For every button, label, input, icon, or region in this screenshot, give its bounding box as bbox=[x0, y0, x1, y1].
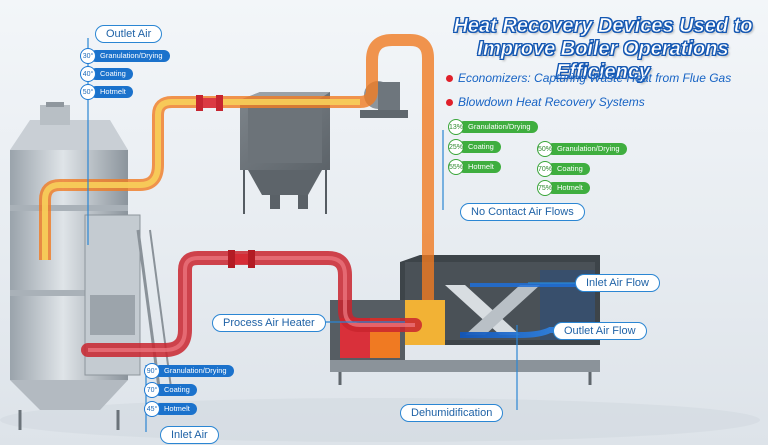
outlet-temp-row: 30° Granulation/Drying bbox=[80, 48, 170, 64]
temp-badge: 55% bbox=[448, 159, 464, 175]
title-line-2: Improve Boiler Operations Efficiency bbox=[477, 38, 729, 84]
temp-label: Hotmelt bbox=[458, 161, 501, 173]
temp-badge: 45° bbox=[144, 401, 160, 417]
temp-label: Coating bbox=[154, 384, 197, 396]
temp-badge: 13% bbox=[448, 119, 464, 135]
callout-outlet-air-flow: Outlet Air Flow bbox=[553, 322, 647, 340]
bullet-text: Economizers: Capturing Waste Heat from F… bbox=[458, 71, 732, 85]
green-temp-row: 50% Granulation/Drying bbox=[537, 141, 627, 157]
inlet-temp-row: 45° Hotmelt bbox=[144, 401, 197, 417]
green-temp-row: 70% Coating bbox=[537, 161, 590, 177]
bullet-economizers: Economizers: Capturing Waste Heat from F… bbox=[446, 70, 731, 86]
temp-label: Coating bbox=[458, 141, 501, 153]
callout-outlet-air: Outlet Air bbox=[95, 25, 163, 43]
title-line-1: Heat Recovery Devices Used to bbox=[453, 15, 753, 38]
temp-label: Granulation/Drying bbox=[90, 50, 170, 62]
green-temp-row: 55% Hotmelt bbox=[448, 159, 501, 175]
callout-process-air-heater: Process Air Heater bbox=[212, 314, 326, 332]
boiler-tank bbox=[10, 102, 173, 430]
inlet-temp-row: 70° Coating bbox=[144, 382, 197, 398]
temp-badge: 40° bbox=[80, 66, 96, 82]
inlet-temp-row: 90° Granulation/Drying bbox=[144, 363, 234, 379]
bullet-dot-icon bbox=[446, 74, 453, 82]
green-temp-row: 25% Coating bbox=[448, 139, 501, 155]
outlet-temp-row: 50° Hotmelt bbox=[80, 84, 133, 100]
outlet-temp-row: 40° Coating bbox=[80, 66, 133, 82]
temp-badge: 70% bbox=[537, 161, 553, 177]
temp-label: Granulation/Drying bbox=[154, 365, 234, 377]
orange-supply-pipe bbox=[39, 34, 434, 300]
red-return-pipe bbox=[81, 250, 422, 357]
callout-no-contact-air-flows: No Contact Air Flows bbox=[460, 203, 585, 221]
bullet-blowdown: Blowdown Heat Recovery Systems bbox=[446, 94, 645, 110]
temp-label: Coating bbox=[90, 68, 133, 80]
green-temp-row: 75% Hotmelt bbox=[537, 180, 590, 196]
temp-badge: 50° bbox=[80, 84, 96, 100]
bullet-text: Blowdown Heat Recovery Systems bbox=[458, 95, 645, 109]
temp-badge: 90° bbox=[144, 363, 160, 379]
temp-badge: 50% bbox=[537, 141, 553, 157]
temp-label: Hotmelt bbox=[90, 86, 133, 98]
callout-dehumidification: Dehumidification bbox=[400, 404, 504, 422]
temp-badge: 70° bbox=[144, 382, 160, 398]
temp-badge: 75% bbox=[537, 180, 553, 196]
callout-inlet-air-flow: Inlet Air Flow bbox=[575, 274, 660, 292]
temp-label: Granulation/Drying bbox=[547, 143, 627, 155]
callout-inlet-air: Inlet Air bbox=[160, 426, 219, 444]
temp-label: Hotmelt bbox=[154, 403, 197, 415]
bullet-dot-icon bbox=[446, 98, 453, 106]
temp-badge: 25% bbox=[448, 139, 464, 155]
page-title: Heat Recovery Devices Used to Improve Bo… bbox=[444, 15, 762, 84]
temp-label: Granulation/Drying bbox=[458, 121, 538, 133]
filter-unit bbox=[240, 92, 330, 214]
temp-label: Coating bbox=[547, 163, 590, 175]
green-temp-row: 13% Granulation/Drying bbox=[448, 119, 538, 135]
temp-label: Hotmelt bbox=[547, 182, 590, 194]
temp-badge: 30° bbox=[80, 48, 96, 64]
